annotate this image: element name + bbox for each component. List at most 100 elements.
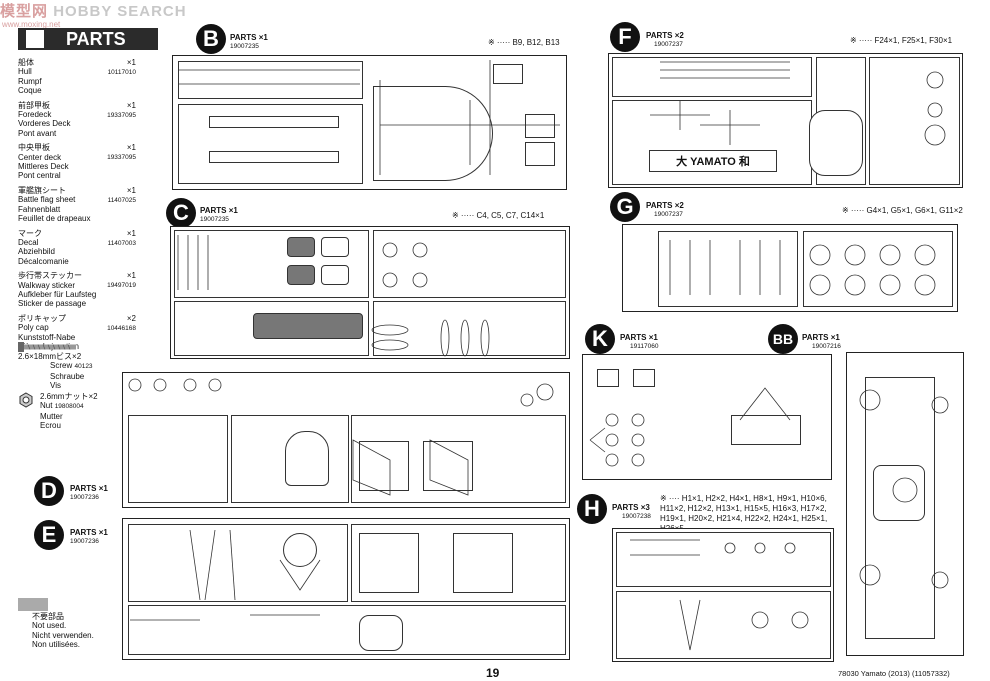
sprue-b-note: ※ ····· B9, B12, B13 [488, 38, 560, 47]
sprue-d-title: PARTS ×1 [70, 484, 108, 493]
sprue-g-note: ※ ····· G4×1, G5×1, G6×1, G11×2 [842, 206, 963, 215]
page-number: 19 [486, 666, 500, 680]
sprue-h-letter: H [577, 494, 607, 524]
sprue-d-letter: D [34, 476, 64, 506]
sprue-part [287, 265, 315, 285]
sprue-k-title: PARTS ×1 [620, 333, 658, 342]
sprue-c-letter: C [166, 198, 196, 228]
sprue-bb-section [865, 377, 935, 639]
sprue-part [321, 265, 349, 285]
sprue-part [209, 151, 339, 163]
sprue-part [525, 114, 555, 138]
screw-icon [18, 340, 78, 358]
sprue-c-section [174, 230, 369, 298]
sprue-k-code: 19117060 [630, 343, 659, 350]
sprue-c-section [373, 230, 566, 298]
model-footer: 78030 Yamato (2013) (11057332) [838, 669, 950, 678]
sprue-g-title: PARTS ×2 [646, 201, 684, 210]
sprue-c-section [373, 301, 566, 356]
sprue-c-title: PARTS ×1 [200, 206, 238, 215]
sprue-e-section [351, 524, 566, 602]
center-deck-part [253, 313, 363, 339]
sprue-part [633, 369, 655, 387]
sprue-g-frame [622, 224, 958, 312]
sprue-b-letter: B [196, 24, 226, 54]
not-used-legend: 不要部品 Not used. Nicht verwenden. Non util… [32, 612, 94, 650]
sprue-part [731, 415, 801, 445]
sprue-h-section [616, 532, 831, 587]
sprue-part [359, 615, 403, 651]
nut-label: 2.6mmナット×2 Nut 19808004 Mutter Ecrou [40, 392, 98, 431]
sprue-e-code: 19007236 [70, 538, 99, 545]
sprue-b-frame [172, 55, 567, 190]
sprue-e-section [128, 605, 566, 655]
not-used-swatch [18, 598, 48, 611]
sprue-b-title: PARTS ×1 [230, 33, 268, 42]
sprue-f-frame: 大 YAMATO 和 [608, 53, 963, 188]
sprue-d-section [128, 415, 228, 503]
sprue-f-note: ※ ····· F24×1, F25×1, F30×1 [850, 36, 953, 45]
banner-square-icon [26, 30, 44, 48]
sprue-part [285, 431, 329, 486]
sprue-c-code: 19007235 [200, 216, 229, 223]
sprue-h-title: PARTS ×3 [612, 503, 650, 512]
sprue-d-code: 19007236 [70, 494, 99, 501]
sprue-f-title: PARTS ×2 [646, 31, 684, 40]
sprue-d-section [231, 415, 349, 503]
sprue-part [359, 441, 409, 491]
yamato-name-plate: 大 YAMATO 和 [649, 150, 777, 172]
sprue-h-section [616, 591, 831, 659]
sprue-part [209, 116, 339, 128]
nut-icon [18, 392, 34, 413]
sprue-part [453, 533, 513, 593]
sprue-b-section [178, 61, 363, 99]
sprue-d-section [351, 415, 566, 503]
sprue-bb-letter: BB [768, 324, 798, 354]
sprue-g-section [658, 231, 798, 307]
sprue-k-letter: K [585, 324, 615, 354]
sprue-bb-frame [846, 352, 964, 656]
sprue-c-section [174, 301, 369, 356]
foredeck-part [373, 86, 493, 181]
sprue-bb-code: 19007216 [812, 343, 841, 350]
sprue-e-letter: E [34, 520, 64, 550]
sprue-part [493, 64, 523, 84]
sprue-part [809, 110, 863, 176]
sprue-part [321, 237, 349, 257]
sprue-c-frame [170, 226, 570, 359]
sprue-part [287, 237, 315, 257]
sprue-f-letter: F [610, 22, 640, 52]
sprue-h-code: 19007238 [622, 513, 651, 520]
sprue-f-section [612, 57, 812, 97]
sprue-e-frame [122, 518, 570, 660]
watermark-url: www.moxing.net [2, 20, 61, 29]
sprue-g-section [803, 231, 953, 307]
sprue-g-letter: G [610, 192, 640, 222]
sprue-part [597, 369, 619, 387]
sprue-part [359, 533, 419, 593]
sprue-part [283, 533, 317, 567]
sprue-c-note: ※ ····· C4, C5, C7, C14×1 [452, 211, 545, 220]
screw-label: 2.6×18mmビス×2 Screw 40123 Schraube Vis [18, 352, 93, 391]
sprue-e-title: PARTS ×1 [70, 528, 108, 537]
sprue-g-code: 19007237 [654, 211, 683, 218]
watermark: 模型网 HOBBY SEARCH [0, 3, 187, 20]
sprue-d-frame [122, 372, 570, 508]
sprue-b-code: 19007235 [230, 43, 259, 50]
sprue-f-section [869, 57, 960, 185]
sprue-part [525, 142, 555, 166]
page-title: PARTS [18, 28, 158, 50]
sprue-bb-title: PARTS ×1 [802, 333, 840, 342]
sprue-e-section [128, 524, 348, 602]
sprue-h-frame [612, 528, 834, 662]
sprue-f-code: 19007237 [654, 41, 683, 48]
sprue-k-frame [582, 354, 832, 480]
sprue-b-section [178, 104, 363, 184]
